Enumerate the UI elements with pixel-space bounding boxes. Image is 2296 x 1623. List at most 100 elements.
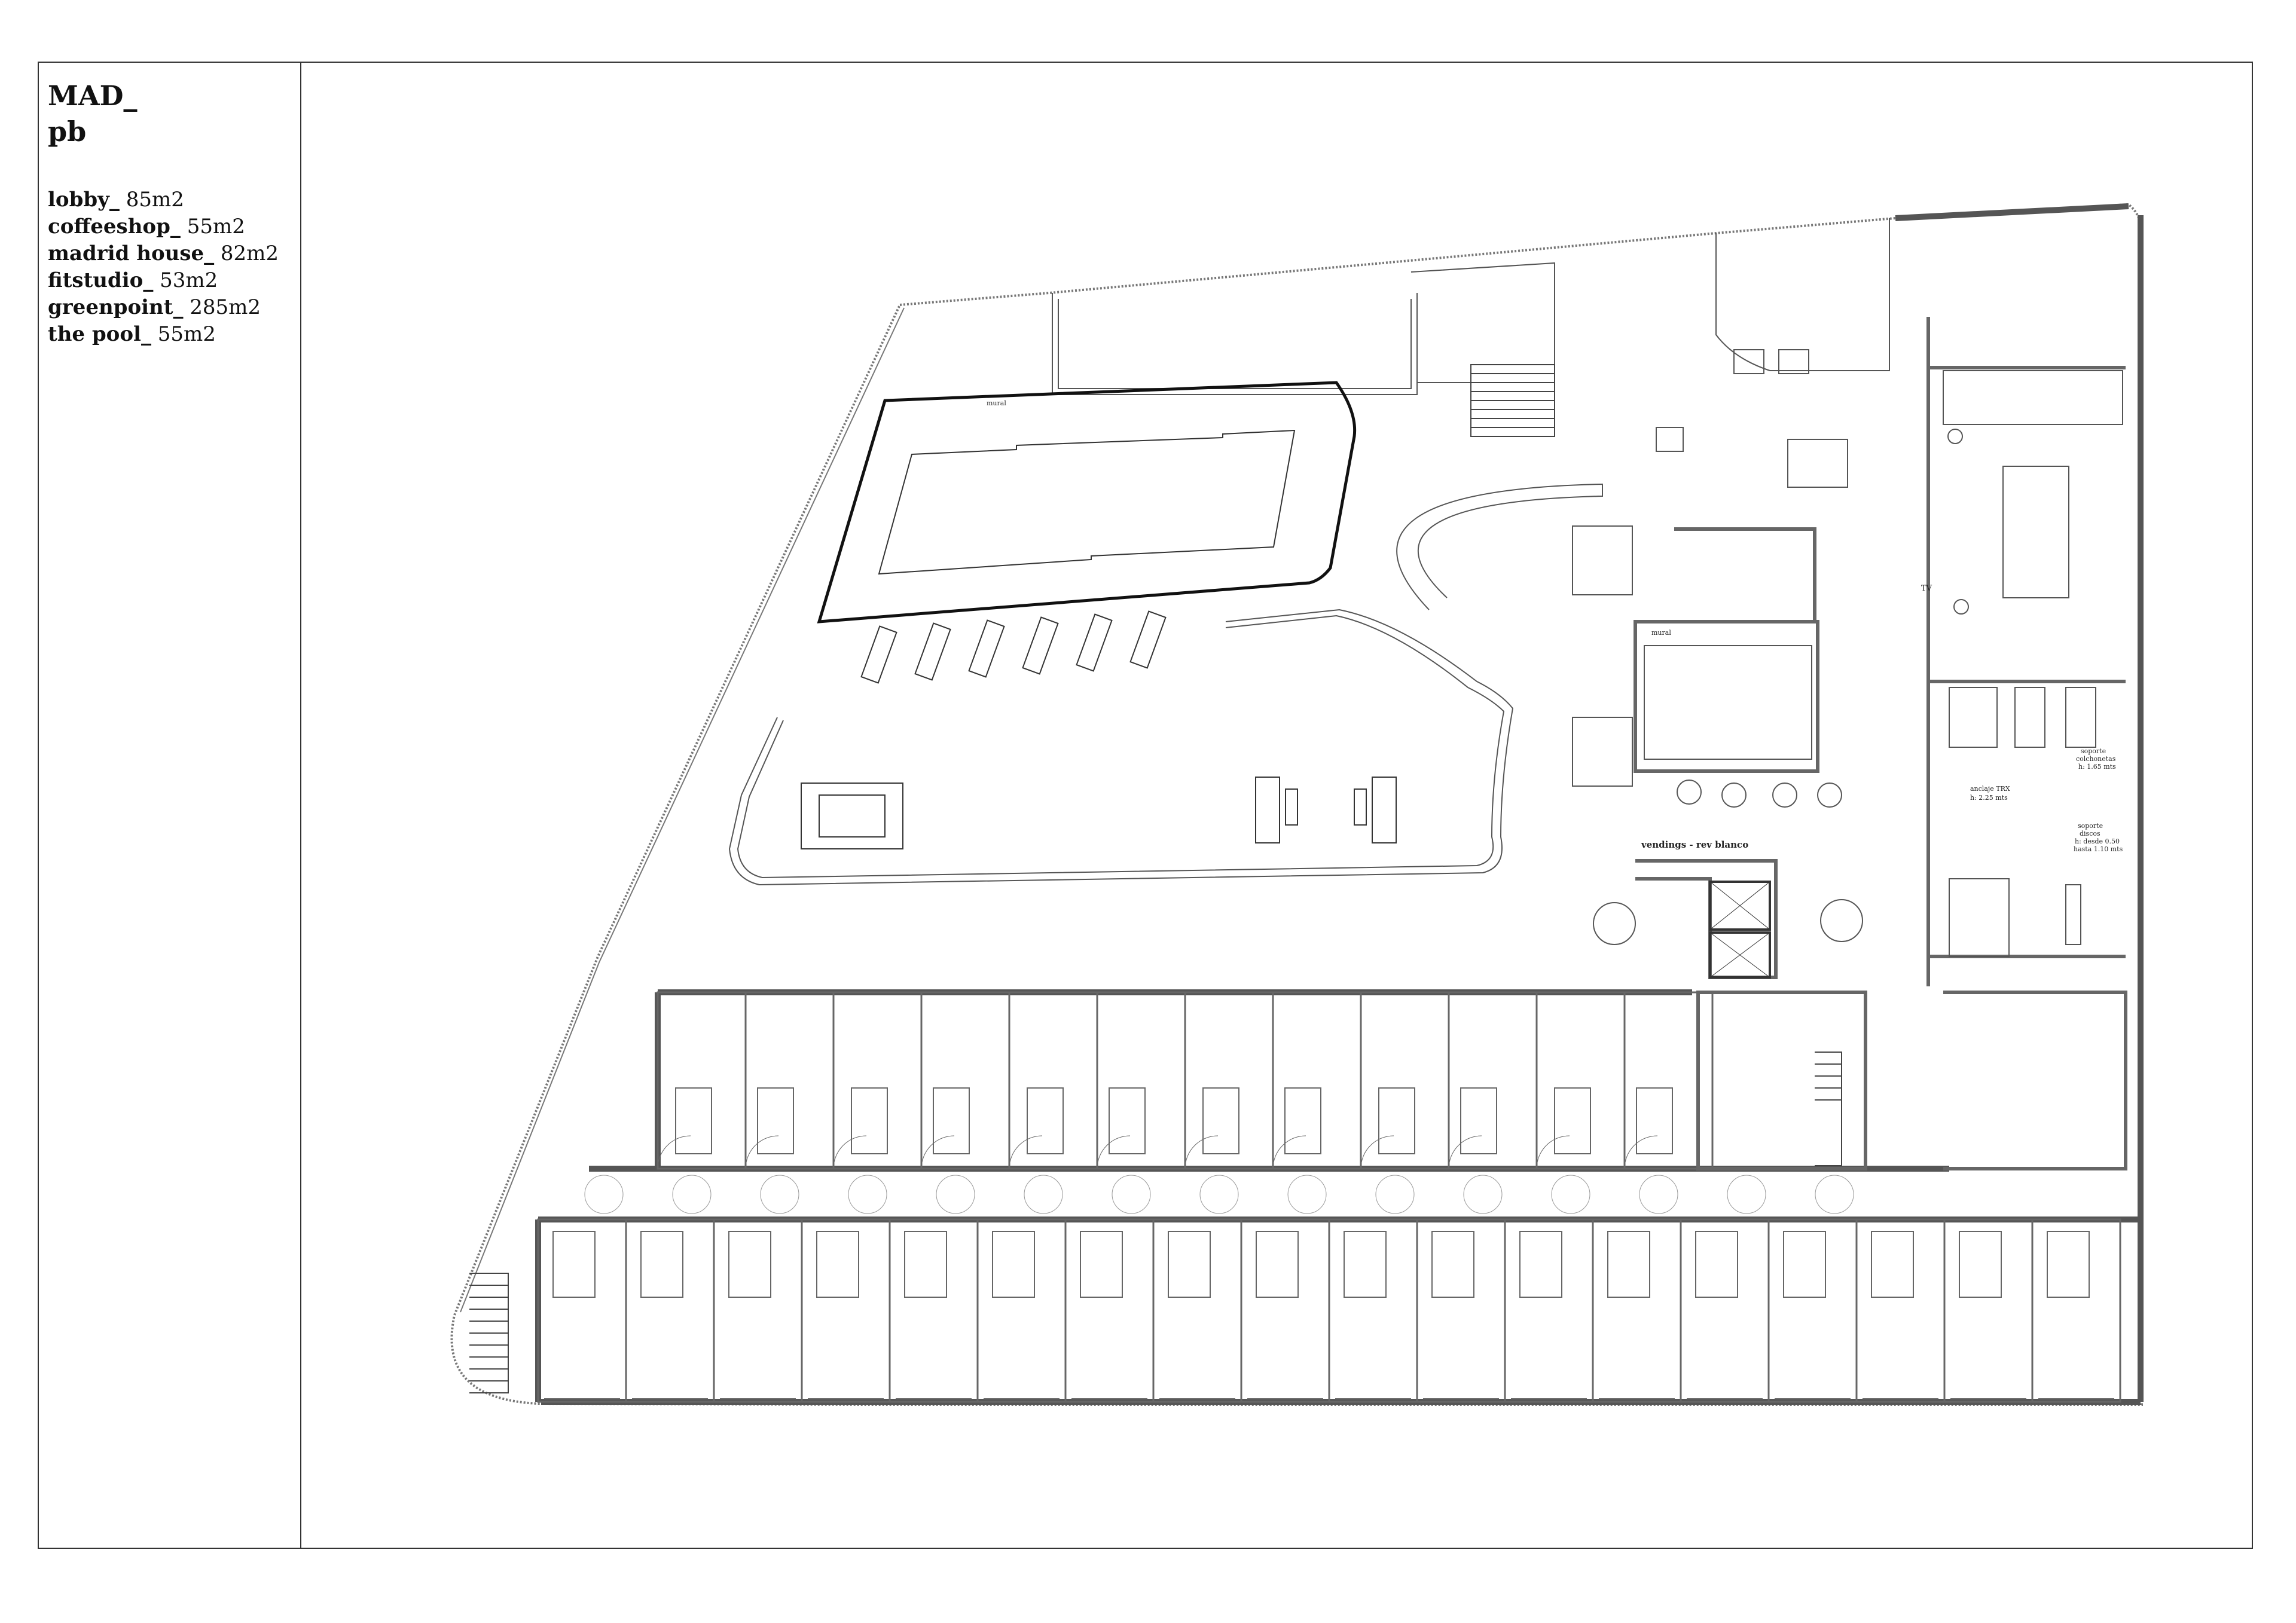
bathroom-module — [904, 1231, 947, 1298]
bathroom-module — [1783, 1231, 1826, 1298]
disc-rack-label: soporte — [2078, 822, 2103, 830]
bathroom-module — [1959, 1231, 2002, 1298]
guest-room-north — [1623, 991, 1714, 1170]
area-row-coffeeshop: coffeeshop_ 55m2 — [48, 215, 245, 239]
guest-room-south — [1416, 1218, 1506, 1403]
bathroom-module — [1519, 1231, 1562, 1298]
mat-rack-height-label: h: 1.65 mts — [2078, 763, 2116, 771]
pool-water — [878, 429, 1296, 575]
door-swing — [1375, 1175, 1415, 1214]
door-swing — [1199, 1175, 1239, 1214]
door-swing — [1287, 1175, 1327, 1214]
building-wall-north-core — [1895, 203, 2129, 221]
trx-anchor-label: anclaje TRX — [1970, 785, 2010, 793]
bathroom-module — [675, 1087, 712, 1154]
bathroom-module — [1460, 1087, 1497, 1154]
bathroom-module — [1168, 1231, 1211, 1298]
planter-wall — [728, 609, 1514, 886]
door-swing — [1639, 1175, 1678, 1214]
bathroom-module — [1284, 1087, 1321, 1154]
bathroom-module — [1109, 1087, 1146, 1154]
bathroom-module — [1871, 1231, 1914, 1298]
door-swing — [936, 1175, 975, 1214]
door-swing — [1009, 1135, 1043, 1169]
sheet-title: MAD_ pb — [48, 78, 138, 149]
bathroom-module — [933, 1087, 970, 1154]
door-swing — [584, 1175, 624, 1214]
mat-rack-label-2: colchonetas — [2076, 755, 2116, 763]
guest-room-south — [1943, 1218, 2034, 1403]
door-swing — [1463, 1175, 1503, 1214]
mat-rack-label: soporte — [2081, 747, 2106, 755]
door-swing — [672, 1175, 712, 1214]
bathroom-module — [1378, 1087, 1415, 1154]
guest-room-south — [889, 1218, 979, 1403]
disc-rack-height-label-2: hasta 1.10 mts — [2074, 845, 2123, 853]
bathroom-module — [1554, 1087, 1591, 1154]
lobby-mural-label: mural — [1651, 629, 1671, 637]
area-row-fitstudio: fitstudio_ 53m2 — [48, 268, 218, 292]
area-row-madrid-house: madrid house_ 82m2 — [48, 242, 279, 265]
door-swing — [1536, 1135, 1570, 1169]
door-swing — [833, 1135, 867, 1169]
door-swing — [745, 1135, 779, 1169]
guest-room-south — [1504, 1218, 1594, 1403]
guest-room-south — [801, 1218, 891, 1403]
pool-edge — [817, 381, 1357, 623]
guest-room-south — [1152, 1218, 1242, 1403]
door-swing — [1624, 1135, 1658, 1169]
guest-room-south — [625, 1218, 715, 1403]
door-swing — [1112, 1175, 1151, 1214]
sheet-title-project: MAD_ — [48, 80, 138, 112]
bathroom-module — [1607, 1231, 1650, 1298]
guest-room-south — [1328, 1218, 1418, 1403]
disc-rack-label-2: discos — [2080, 830, 2100, 838]
area-schedule: lobby_ 85m2 coffeeshop_ 55m2 madrid hous… — [48, 187, 279, 348]
bathroom-module — [757, 1087, 794, 1154]
bathroom-module — [1344, 1231, 1387, 1298]
tv-label: TV — [1921, 584, 1932, 593]
door-swing — [848, 1175, 887, 1214]
bathroom-module — [728, 1231, 771, 1298]
door-swing — [1097, 1135, 1131, 1169]
site-boundary-inner — [460, 307, 905, 1313]
door-swing — [1184, 1135, 1219, 1169]
door-swing — [760, 1175, 799, 1214]
bathroom-module — [1080, 1231, 1123, 1298]
bathroom-module — [1027, 1087, 1064, 1154]
area-row-lobby: lobby_ 85m2 — [48, 188, 184, 212]
guest-room-south — [537, 1218, 627, 1403]
bathroom-module — [1431, 1231, 1474, 1298]
vendings-label: vendings - rev blanco — [1641, 839, 1748, 850]
bathroom-module — [552, 1231, 596, 1298]
guest-room-south — [1240, 1218, 1330, 1403]
bathroom-module — [851, 1087, 888, 1154]
guest-room-south — [713, 1218, 803, 1403]
guest-room-south — [1680, 1218, 1770, 1403]
bathroom-module — [1256, 1231, 1299, 1298]
door-swing — [1815, 1175, 1854, 1214]
guest-room-south — [976, 1218, 1067, 1403]
door-swing — [657, 1135, 691, 1169]
drawing-sheet-frame — [38, 62, 2253, 1549]
site-boundary — [450, 203, 2143, 1406]
bathroom-module — [1202, 1087, 1239, 1154]
area-row-the-pool: the pool_ 55m2 — [48, 322, 216, 346]
door-swing — [1551, 1175, 1590, 1214]
door-swing — [1448, 1135, 1482, 1169]
door-swing — [1024, 1175, 1063, 1214]
door-swing — [1360, 1135, 1394, 1169]
guest-room-south — [1767, 1218, 1858, 1403]
door-swing — [1272, 1135, 1306, 1169]
guest-room-south — [2031, 1218, 2121, 1403]
bathroom-module — [816, 1231, 859, 1298]
door-swing — [921, 1135, 955, 1169]
disc-rack-height-label-1: h: desde 0.50 — [2075, 838, 2120, 845]
door-swing — [1727, 1175, 1766, 1214]
pool-mural-label: mural — [987, 399, 1006, 407]
bathroom-module — [1636, 1087, 1673, 1154]
guest-room-south — [1855, 1218, 1946, 1403]
sheet-title-level: pb — [48, 115, 87, 148]
sheet-info-column — [38, 62, 301, 1549]
